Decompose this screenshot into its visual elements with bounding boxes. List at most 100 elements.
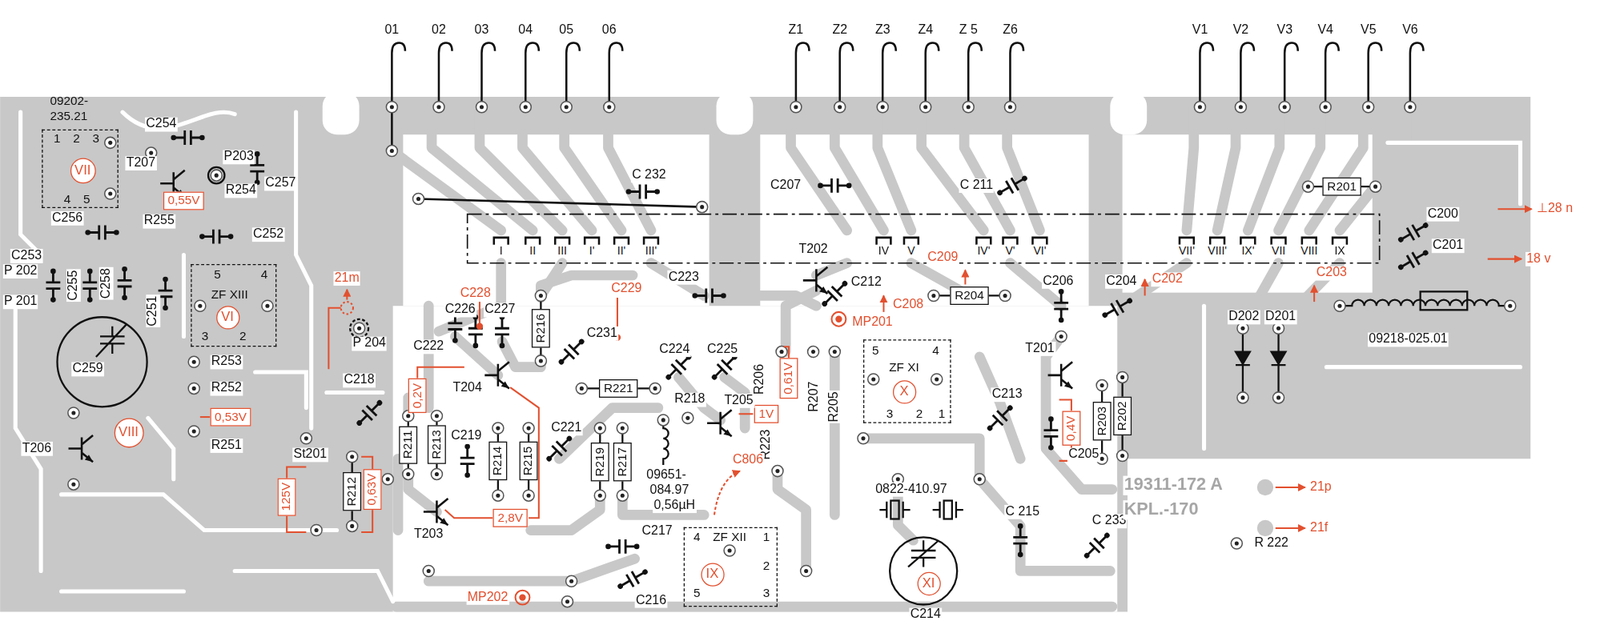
isolation-channel — [1387, 142, 1521, 204]
module-name: ZF XIII — [211, 288, 249, 302]
coil-symbol — [663, 291, 1510, 466]
solder-pad — [385, 101, 398, 113]
measurement-mark — [519, 594, 525, 600]
crystal-symbol — [879, 501, 963, 520]
solder-pad — [522, 490, 535, 502]
copper-trace — [1247, 107, 1279, 231]
part-label: C221 — [550, 421, 583, 436]
switch-contact-label: IX — [1333, 245, 1347, 258]
copper-trace — [438, 263, 502, 332]
part-label: T203 — [413, 527, 445, 543]
solder-pad — [68, 101, 1516, 608]
copper-trace — [1217, 107, 1236, 231]
solder-pad — [616, 422, 628, 435]
part-label: C 215 — [1004, 505, 1041, 520]
connector-wire — [525, 43, 539, 108]
solder-pad — [492, 490, 504, 502]
connector-wire — [1410, 43, 1424, 108]
part-name: R214 — [490, 446, 505, 477]
switch-contact-label: VII — [1270, 245, 1287, 258]
measurement-mark — [345, 289, 348, 301]
part-label: Z1 — [787, 23, 805, 38]
capacitor-symbol — [817, 277, 853, 312]
solder-pad — [1334, 300, 1346, 312]
test-point-label: MP202 — [466, 590, 510, 606]
part-label: 09651- — [645, 468, 688, 483]
part-label: C201 — [1431, 238, 1465, 254]
measurement-mark — [1497, 208, 1532, 210]
measurement-mark — [478, 301, 481, 325]
solder-pad — [594, 490, 606, 502]
solder-pad — [800, 565, 813, 577]
solder-pad — [346, 451, 358, 463]
solder-pad — [876, 101, 889, 113]
part-label: Z6 — [1001, 23, 1019, 38]
measurement-mark — [1144, 279, 1146, 296]
switch-contact-label: VII' — [1177, 245, 1196, 258]
voltage-box: 0,61V — [779, 357, 799, 399]
solder-pad — [188, 382, 200, 394]
part-label: 06 — [601, 23, 618, 38]
resistor-box: R217 — [613, 442, 632, 482]
part-label: 09218-025.01 — [1367, 333, 1449, 348]
board-number: 19311-172 A — [1122, 476, 1224, 496]
copper-trace — [979, 357, 1021, 459]
transistor-symbol — [707, 410, 732, 437]
solder-pad — [475, 101, 487, 113]
solder-pad — [1004, 101, 1016, 113]
resistor-box: R215 — [519, 442, 539, 481]
copper-area — [1109, 92, 1147, 136]
part-label: C 233 — [1091, 514, 1128, 529]
pin-number: 1 — [938, 407, 946, 422]
voltage-box: 0,55V — [163, 192, 205, 211]
solder-pad — [519, 101, 531, 113]
capacitor-symbol — [460, 444, 475, 479]
capacitor-symbol — [494, 314, 510, 349]
solder-pad — [566, 575, 578, 587]
solder-pad — [928, 289, 940, 302]
capacitor-symbol — [45, 269, 61, 303]
voltage-value: 1V — [759, 407, 775, 422]
part-label: V1 — [1190, 23, 1209, 38]
switch-contact-label: V' — [1004, 245, 1017, 258]
solder-pad — [834, 101, 846, 113]
capacitor-symbol — [554, 334, 589, 370]
voltage-value: 2,8V — [497, 511, 523, 526]
capacitor-symbol — [1013, 523, 1028, 558]
pin-number: 5 — [872, 344, 880, 358]
resistor-box: R212 — [342, 472, 362, 511]
part-label: C212 — [850, 275, 884, 290]
pin-number: 5 — [693, 586, 701, 601]
solder-pad — [1230, 538, 1243, 550]
crystal-symbol — [944, 501, 953, 520]
copper-trace — [393, 458, 404, 531]
circled-numeral: VII — [74, 163, 91, 178]
part-label: V2 — [1231, 23, 1250, 38]
solder-pad — [261, 300, 274, 312]
solder-pad — [381, 474, 394, 486]
diode-symbol — [1235, 352, 1286, 365]
isolation-channel — [255, 372, 307, 409]
solder-pad — [603, 101, 616, 113]
voltage-value: 0,63V — [365, 474, 380, 507]
solder-pad — [1257, 479, 1274, 496]
test-point-circle: VIII — [113, 418, 144, 448]
copper-area — [393, 305, 1118, 612]
part-label: C256 — [51, 211, 85, 226]
copper-trace — [651, 263, 704, 297]
voltage-box: 125V — [277, 478, 297, 516]
capacitor-symbol — [84, 225, 119, 241]
connector-wire — [418, 198, 703, 207]
capacitor-symbol — [626, 184, 660, 200]
trimmer-symbol — [56, 167, 957, 606]
capacitor-symbol — [614, 564, 652, 595]
solder-pad — [1362, 101, 1375, 113]
voltage-box: 0,4V — [1061, 411, 1081, 447]
isolation-channel — [234, 570, 393, 602]
test-point-circle: X — [892, 380, 916, 404]
voltage-box: 0,63V — [363, 469, 382, 511]
switch-contact-label: VIII' — [1206, 245, 1228, 258]
coil-symbol — [1420, 291, 1468, 310]
connector-wire — [882, 43, 897, 108]
board-number: KPL.-170 — [1122, 500, 1199, 520]
